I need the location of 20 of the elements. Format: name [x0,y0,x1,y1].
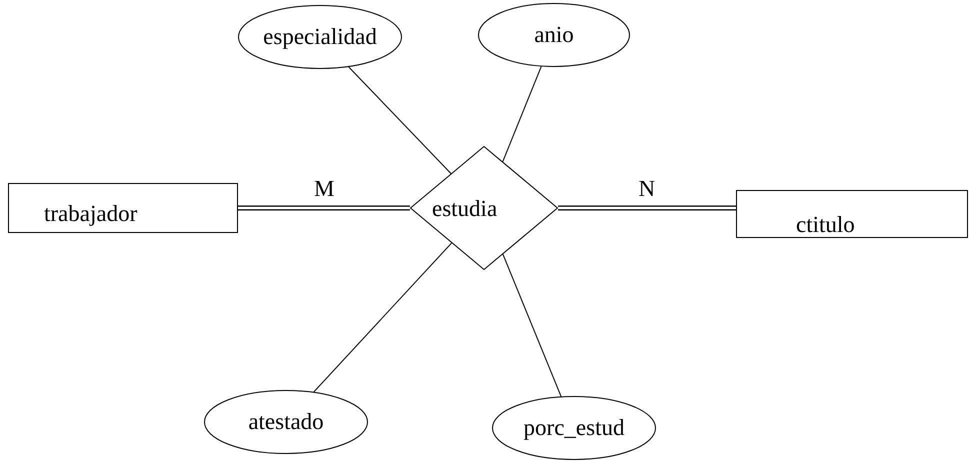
entity-box [8,183,238,233]
connector-line [502,66,542,162]
double-line [238,206,410,210]
node-label: atestado [248,409,324,435]
double-line [558,206,736,210]
entity-box [736,190,968,238]
attribute-ellipse [478,3,630,67]
node-label: trabajador [44,201,138,227]
connector-line [502,254,562,397]
node-label: anio [534,22,574,48]
node-label: especialidad [263,24,377,50]
node-label: estudia [432,196,498,222]
connector-line [348,66,452,174]
attribute-ellipse [204,390,368,454]
node-label: porc_estud [524,415,624,441]
attribute-ellipse [492,396,656,460]
node-label: ctitulo [796,212,855,238]
attribute-ellipse [238,5,402,69]
relationship-diamond [410,146,558,270]
connector-line [313,242,452,392]
